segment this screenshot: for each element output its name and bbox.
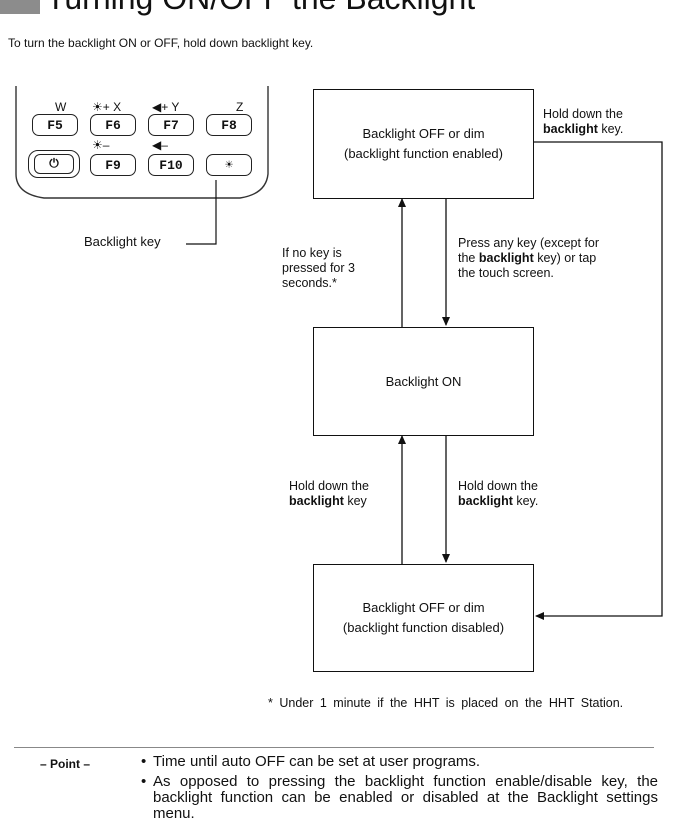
key-label-backlight-plus: ☀+ X	[92, 100, 122, 114]
backlight-key: ☀	[206, 154, 252, 176]
transition-no-key-line2: pressed for 3	[282, 261, 355, 275]
sun-icon: ☀	[225, 157, 233, 173]
transition-right-top-rest: key.	[597, 122, 624, 136]
f9-key: F9	[90, 154, 136, 176]
transition-press-any-pre: the	[458, 251, 479, 265]
f8-key: F8	[206, 114, 252, 136]
f5-key: F5	[32, 114, 78, 136]
state-off-enabled-line2: (backlight function enabled)	[344, 146, 503, 161]
transition-press-any: Press any key (except for the backlight …	[458, 236, 599, 281]
key-label-volume-minus: ◀–	[152, 138, 168, 152]
point-item-text: Time until auto OFF can be set at user p…	[153, 753, 481, 770]
transition-right-top-line1: Hold down the	[543, 107, 623, 121]
transition-hold-left-bold: backlight	[289, 494, 344, 508]
f7-key: F7	[148, 114, 194, 136]
intro-text: To turn the backlight ON or OFF, hold do…	[8, 36, 314, 50]
bullet-icon: •	[141, 773, 147, 790]
power-icon: ⏻	[34, 154, 74, 174]
point-item: • As opposed to pressing the backlight f…	[141, 773, 658, 822]
transition-right-top: Hold down the backlight key.	[543, 107, 623, 137]
transition-right-top-bold: backlight	[543, 122, 598, 136]
page-title: Turning ON/OFF the Backlight	[46, 0, 475, 16]
power-key: ⏻	[28, 150, 80, 178]
key-label-z: Z	[236, 100, 244, 114]
transition-press-any-line3: the touch screen.	[458, 266, 554, 280]
state-off-disabled-line1: Backlight OFF or dim	[362, 600, 485, 615]
f10-key: F10	[148, 154, 194, 176]
divider	[14, 747, 654, 748]
transition-hold-right-line1: Hold down the	[458, 479, 538, 493]
transition-press-any-bold: backlight	[478, 251, 534, 265]
keypad-illustration: W ☀+ X ◀+ Y Z F5 F6 F7 F8 ☀– ◀– ⏻ F9 F10…	[0, 86, 290, 206]
transition-hold-right: Hold down the backlight key.	[458, 479, 538, 509]
f6-key: F6	[90, 114, 136, 136]
state-on: Backlight ON	[313, 327, 534, 436]
point-item: • Time until auto OFF can be set at user…	[141, 753, 658, 770]
state-off-enabled: Backlight OFF or dim (backlight function…	[313, 89, 534, 199]
key-label-backlight-minus: ☀–	[92, 138, 110, 152]
point-label: – Point –	[40, 757, 91, 771]
transition-hold-right-rest: key.	[512, 494, 539, 508]
key-label-volume-plus: ◀+ Y	[152, 100, 180, 114]
backlight-key-label: Backlight key	[84, 234, 161, 249]
state-off-disabled-line2: (backlight function disabled)	[342, 620, 505, 635]
flow-arrows	[186, 141, 663, 620]
point-item-text: As opposed to pressing the backlight fun…	[153, 773, 658, 822]
bullet-icon: •	[141, 753, 147, 770]
transition-hold-left: Hold down the backlight key	[289, 479, 369, 509]
heading-marker	[0, 0, 40, 14]
transition-no-key-line1: If no key is	[282, 246, 342, 260]
transition-press-any-rest: key) or tap	[533, 251, 597, 265]
transition-press-any-line1: Press any key (except for	[458, 236, 600, 250]
transition-hold-left-rest: key	[343, 494, 367, 508]
footnote: * Under 1 minute if the HHT is placed on…	[268, 696, 624, 710]
state-off-disabled: Backlight OFF or dim (backlight function…	[313, 564, 534, 672]
device-outline	[15, 86, 269, 199]
transition-hold-left-line1: Hold down the	[289, 479, 369, 493]
transition-hold-right-bold: backlight	[458, 494, 513, 508]
transition-no-key-line3: seconds.*	[282, 276, 337, 290]
state-off-enabled-line1: Backlight OFF or dim	[362, 126, 485, 141]
transition-no-key: If no key is pressed for 3 seconds.*	[282, 246, 355, 291]
key-label-w: W	[55, 100, 67, 114]
